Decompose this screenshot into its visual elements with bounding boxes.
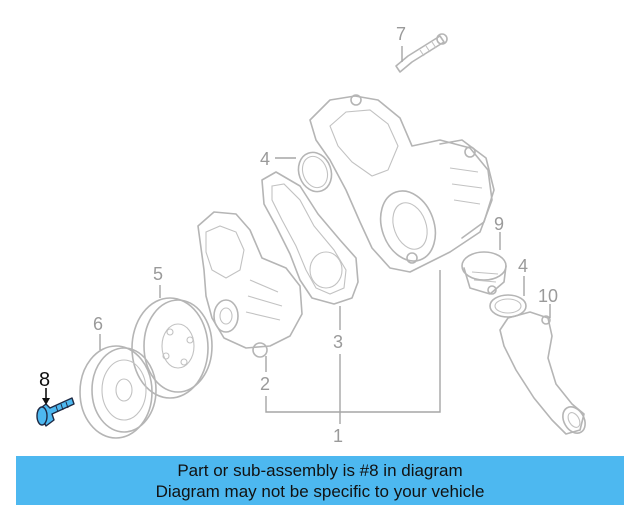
callout-4-upper: 4 <box>260 149 270 169</box>
callout-10: 10 <box>538 286 558 306</box>
callout-9: 9 <box>494 214 504 234</box>
callout-3: 3 <box>333 332 343 352</box>
part-1-housing <box>309 94 495 273</box>
callout-6: 6 <box>93 314 103 334</box>
part-10-outlet-pipe <box>499 311 586 435</box>
part-4-oring-upper <box>297 151 333 193</box>
parts-diagram: 7 4 3 2 1 <box>36 24 586 446</box>
part-4-oring-lower <box>489 294 527 318</box>
callout-1: 1 <box>333 426 343 446</box>
callout-4-lower: 4 <box>518 256 528 276</box>
part-6-pulley <box>79 345 157 439</box>
leader-8-arrow <box>42 398 50 405</box>
callout-2: 2 <box>260 374 270 394</box>
banner-line-part: Part or sub-assembly is #8 in diagram <box>177 461 463 480</box>
part-9-thermostat <box>461 251 507 295</box>
part-8-bolt-highlighted[interactable] <box>36 397 75 427</box>
part-2-water-pump <box>197 211 303 358</box>
leader-1-bracket <box>265 270 441 413</box>
callout-7: 7 <box>396 24 406 44</box>
info-banner: Part or sub-assembly is #8 in diagram Di… <box>16 456 624 505</box>
part-5-pulley <box>131 297 213 399</box>
callout-8: 8 <box>39 369 50 391</box>
part-3-gasket <box>261 171 359 305</box>
banner-line-disclaimer: Diagram may not be specific to your vehi… <box>155 482 485 501</box>
callout-5: 5 <box>153 264 163 284</box>
part-7-stud <box>395 33 448 73</box>
